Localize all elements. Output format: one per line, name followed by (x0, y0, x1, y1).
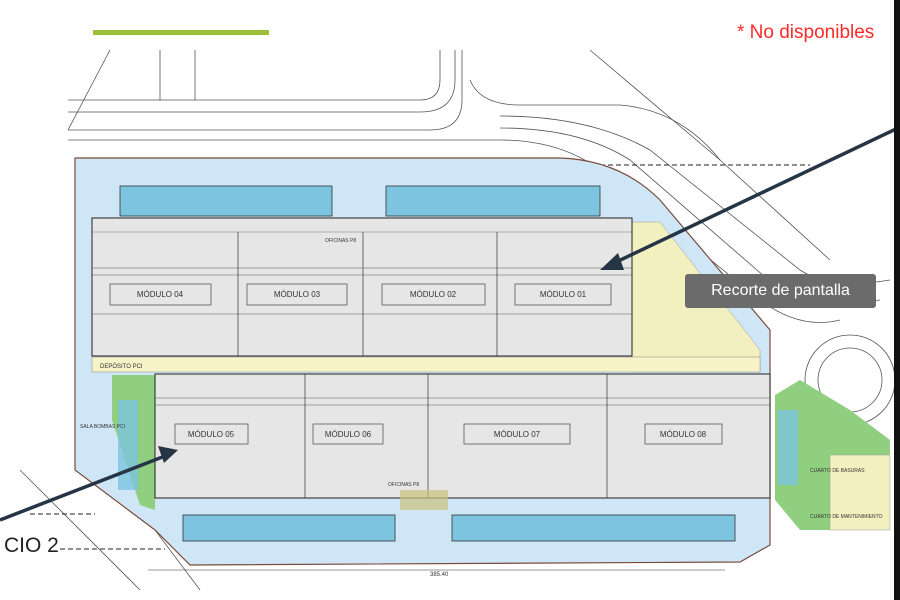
screenshot-tooltip: Recorte de pantalla (685, 274, 876, 308)
module-02-label: MÓDULO 02 (410, 290, 457, 299)
edge-strip (894, 0, 900, 600)
module-05-label: MÓDULO 05 (188, 430, 235, 439)
offices-bottom-label: OFICINAS P8 (388, 482, 419, 488)
truck-yard (182, 514, 396, 542)
arrow-bottom (0, 446, 178, 522)
module-07-label: MÓDULO 07 (494, 430, 541, 439)
truck-yard (451, 514, 736, 542)
waste-room-label: CUARTO DE BASURAS (810, 468, 865, 474)
warehouse-top (91, 217, 633, 357)
truck-yard (119, 185, 333, 217)
total-dimension: 385.40 (430, 572, 449, 578)
truck-yard (385, 185, 601, 217)
module-08-label: MÓDULO 08 (660, 430, 707, 439)
warehouse-bottom (154, 373, 771, 499)
accent-bar (93, 30, 269, 35)
deposito-strip (91, 356, 761, 373)
offices-top-label: OFICINAS P8 (325, 238, 356, 244)
maintenance-room-label: CUARTO DE MANTENIMIENTO (810, 514, 883, 520)
yard-stripes (118, 400, 138, 490)
yard-stripes (778, 410, 798, 485)
pump-room-label: SALA BOMBAS PCI (80, 424, 125, 430)
arrow-top (600, 126, 899, 270)
not-available-note: * No disponibles (737, 22, 875, 43)
office-block (400, 490, 448, 510)
module-01-label: MÓDULO 01 (540, 290, 587, 299)
parking-area (829, 454, 891, 531)
module-06-label: MÓDULO 06 (325, 430, 372, 439)
module-03-label: MÓDULO 03 (274, 290, 321, 299)
module-04-label: MÓDULO 04 (137, 290, 184, 299)
section-label: CIO 2 (4, 534, 59, 557)
deposito-label: DEPÓSITO PCI (100, 363, 143, 370)
